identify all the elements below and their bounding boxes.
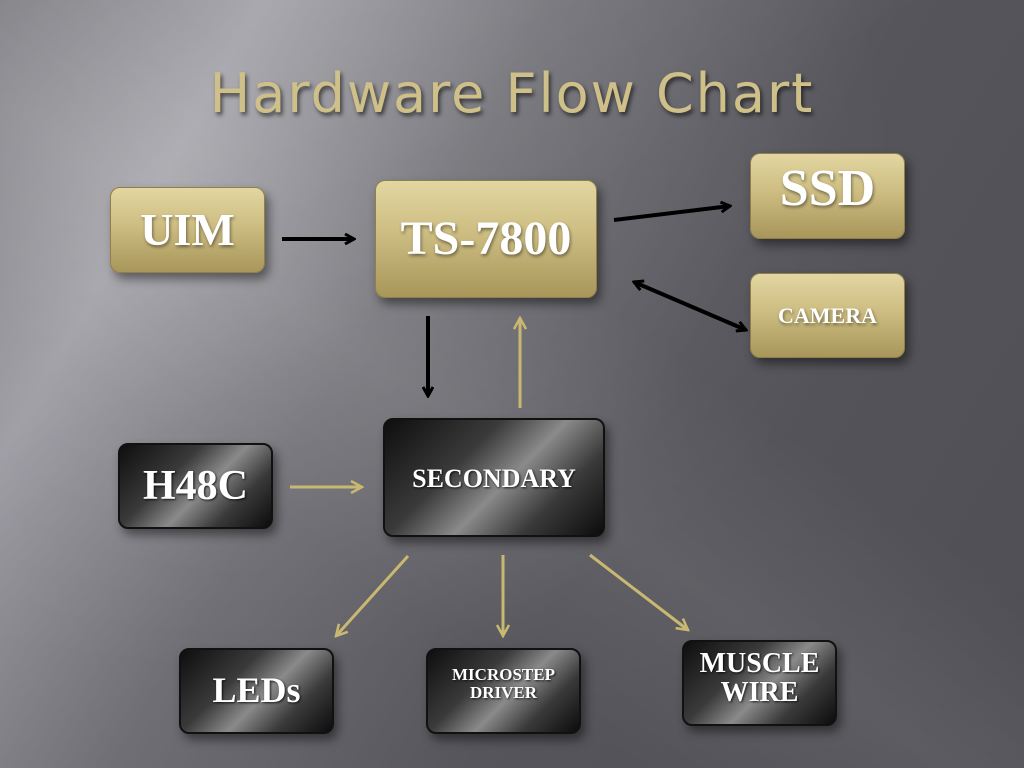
node-ssd-label: SSD [779,160,876,217]
node-microstep-driver: MICROSTEP DRIVER [426,648,581,734]
node-ts7800-label: TS-7800 [400,211,572,265]
node-h48c-label: H48C [143,462,248,509]
node-secondary: SECONDARY [383,418,605,537]
node-leds: LEDs [179,648,334,734]
node-uim: UIM [110,187,265,273]
node-ts7800: TS-7800 [375,180,597,298]
node-secondary-label: SECONDARY [412,464,576,493]
node-camera: CAMERA [750,273,905,358]
node-microstep-label-line1: MICROSTEP [452,665,555,685]
arrow-ts7800-camera-bidirectional [634,282,746,330]
arrow-ts7800-to-ssd [613,206,730,222]
node-muscle-label-line1: MUSCLE [699,647,820,679]
node-uim-label: UIM [140,203,235,255]
arrow-secondary-to-muscle-wire [589,553,688,630]
node-muscle-wire: MUSCLE WIRE [682,640,837,726]
node-h48c: H48C [118,443,273,529]
arrow-secondary-to-leds [336,554,410,636]
node-microstep-label-line2: DRIVER [469,683,538,702]
slide-title: Hardware Flow Chart [209,62,815,125]
node-camera-label: CAMERA [778,303,877,328]
node-ssd: SSD [750,153,905,239]
node-muscle-label-line2: WIRE [720,677,799,708]
node-leds-label: LEDs [212,670,301,711]
